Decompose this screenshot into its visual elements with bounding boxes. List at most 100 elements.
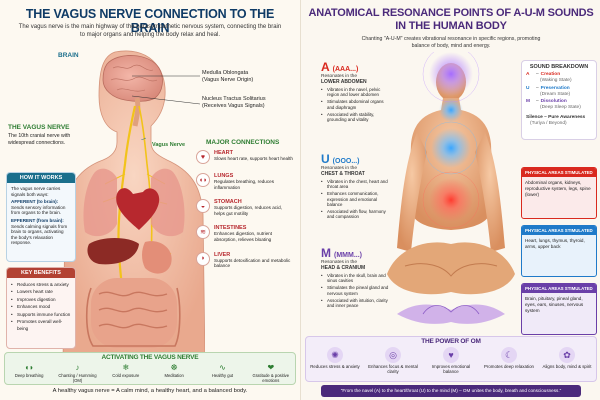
throat-glow xyxy=(439,98,463,122)
resonates-label: Resonates in the xyxy=(321,74,358,79)
sound-syllable: (AAA...) xyxy=(332,66,359,73)
connection-desc: Slows heart rate, supports heart health xyxy=(214,156,293,161)
heart-icon: ♥ xyxy=(196,150,210,164)
power-of-om-panel: THE POWER OF OM ✺Reduces stress & anxiet… xyxy=(305,336,597,382)
liver-shape xyxy=(87,238,139,265)
vagus-description: The 10th cranial nerve with widespread c… xyxy=(8,133,71,146)
silence-label: Silence – Pure Awareness xyxy=(526,114,586,120)
brain-label: BRAIN xyxy=(58,52,79,59)
benefit-item: Lowers heart rate xyxy=(11,288,71,296)
heart-hands-icon: ❤ xyxy=(267,363,275,372)
breakdown-item: U–Preservation(Dream State) xyxy=(526,85,571,97)
connection-name: INTESTINES xyxy=(214,225,247,232)
sound-bullets: Vibrates in the navel, pelvic region and… xyxy=(321,87,391,122)
sound-letter: U xyxy=(321,152,330,166)
activating-item: ☸Meditation xyxy=(151,362,197,383)
sound-letter: M xyxy=(321,246,331,260)
sound-bullet: Stimulates the pineal gland and nervous … xyxy=(321,285,391,296)
activating-label: Chanting / Humming (OM) xyxy=(58,373,97,383)
activating-label: Deep breathing xyxy=(14,373,44,378)
chant-icon: ♪ xyxy=(75,363,80,372)
right-title-line1: ANATOMICAL RESONANCE POINTS OF A-U-M SOU… xyxy=(308,7,594,19)
activating-heading: ACTIVATING THE VAGUS NERVE xyxy=(101,354,199,361)
sound-breakdown-items: A–Creation(Waking State) U–Preservation(D… xyxy=(522,70,596,115)
activating-item: ∿Healthy gut xyxy=(199,362,245,383)
lotus-base xyxy=(397,304,505,324)
activating-label: Meditation xyxy=(164,373,184,378)
connection-desc: Supports detoxification and metabolic ba… xyxy=(214,257,291,269)
nucleus-label: Nucleus Tractus Solitarius (Receives Vag… xyxy=(202,96,266,109)
sound-bullet: Enhances communication, expression and e… xyxy=(321,191,391,207)
physical-areas-text: Heart, lungs, thymus, thyroid, arms, upp… xyxy=(525,238,585,249)
right-footer: "From the navel (A) to the heart/throat … xyxy=(321,385,581,397)
connection-name: HEART xyxy=(214,150,233,156)
lotus-icon: ✿ xyxy=(559,347,575,363)
power-item: ♥Improves emotional balance xyxy=(424,347,478,374)
resonance-region: HEAD & CRANIUM xyxy=(321,265,366,271)
sound-syllable: (MMM...) xyxy=(334,252,362,259)
resonates-label: Resonates in the xyxy=(321,260,358,265)
chest-glow xyxy=(431,128,471,168)
sound-breakdown-heading: SOUND BREAKDOWN xyxy=(529,64,589,70)
activating-item: ◖◗Deep breathing xyxy=(6,362,52,383)
benefit-item: Improves digestion xyxy=(11,296,71,304)
stomach-shape xyxy=(142,241,172,274)
sound-syllable: (OOO...) xyxy=(332,158,360,165)
connection-name: STOMACH xyxy=(214,199,242,206)
meditation-icon: ☸ xyxy=(170,363,178,372)
benefit-item: Promotes overall well-being xyxy=(11,318,71,333)
benefit-item: Reduces stress & anxiety xyxy=(11,281,71,289)
power-of-om-heading: THE POWER OF OM xyxy=(421,338,481,345)
intestines-shape xyxy=(91,278,177,348)
power-item: ◎Enhances focus & mental clarity xyxy=(366,347,420,374)
connection-name: LUNGS xyxy=(214,173,234,179)
connection-desc: Enhances digestion, nutrient absorption,… xyxy=(214,231,272,242)
benefit-item: Supports immune function xyxy=(11,311,71,319)
power-label: Reduces stress & anxiety xyxy=(310,364,360,369)
sound-bullet: Vibrates in the chest, heart and throat … xyxy=(321,179,391,190)
vagus-nerve-panel: THE VAGUS NERVE CONNECTION TO THE BRAIN … xyxy=(0,0,300,400)
breakdown-item: A–Creation(Waking State) xyxy=(526,72,572,83)
power-item: ✿Aligns body, mind & spirit xyxy=(540,347,594,374)
sound-bullet: Associated with stability, grounding and… xyxy=(321,112,391,123)
right-subtitle: Chanting "A-U-M" creates vibrational res… xyxy=(361,36,541,49)
power-item: ☾Promotes deep relaxation xyxy=(482,347,536,374)
lungs-icon: ◖◗ xyxy=(196,173,210,187)
benefit-item: Enhances mood xyxy=(11,303,71,311)
power-item: ✺Reduces stress & anxiety xyxy=(308,347,362,374)
power-label: Enhances focus & mental clarity xyxy=(368,364,418,375)
key-benefits-heading: KEY BENEFITS xyxy=(7,268,75,278)
left-subtitle: The vagus nerve is the main highway of t… xyxy=(18,24,282,38)
left-title: THE VAGUS NERVE CONNECTION TO THE BRAIN xyxy=(25,7,275,35)
power-label: Promotes deep relaxation xyxy=(483,364,535,369)
callout-lines xyxy=(131,75,201,140)
physical-areas-card: PHYSICAL AREAS STIMULATED Heart, lungs, t… xyxy=(521,225,597,277)
resonates-label: Resonates in the xyxy=(321,166,358,171)
activating-items: ◖◗Deep breathing ♪Chanting / Humming (OM)… xyxy=(5,362,295,383)
physical-areas-heading: PHYSICAL AREAS STIMULATED xyxy=(522,226,596,235)
focus-icon: ◎ xyxy=(385,347,401,363)
sound-bullet: Associated with intuition, clarity and i… xyxy=(321,298,391,309)
physical-areas-text: Abdominal organs, kidneys, reproductive … xyxy=(525,180,591,197)
gut-icon: ∿ xyxy=(219,363,226,372)
heart-icon: ♥ xyxy=(443,347,459,363)
aum-resonance-panel: ANATOMICAL RESONANCE POINTS OF A-U-M SOU… xyxy=(300,0,600,400)
sound-bullets: Vibrates in the skull, brain and sinus c… xyxy=(321,273,391,308)
major-connections-heading: MAJOR CONNECTIONS xyxy=(206,139,280,146)
medulla-label: Medulla Oblongata (Vagus Nerve Origin) xyxy=(202,70,254,83)
snowflake-icon: ❄ xyxy=(122,363,130,372)
left-footer: A healthy vagus nerve = A calm mind, a h… xyxy=(52,388,248,394)
physical-areas-text: Brain, pituitary, pineal gland, eyes, ea… xyxy=(525,296,584,313)
activating-label: Cold exposure xyxy=(112,373,140,378)
liver-icon: ◗ xyxy=(196,251,210,266)
key-benefits-card: KEY BENEFITS Reduces stress & anxietyLow… xyxy=(6,267,76,349)
